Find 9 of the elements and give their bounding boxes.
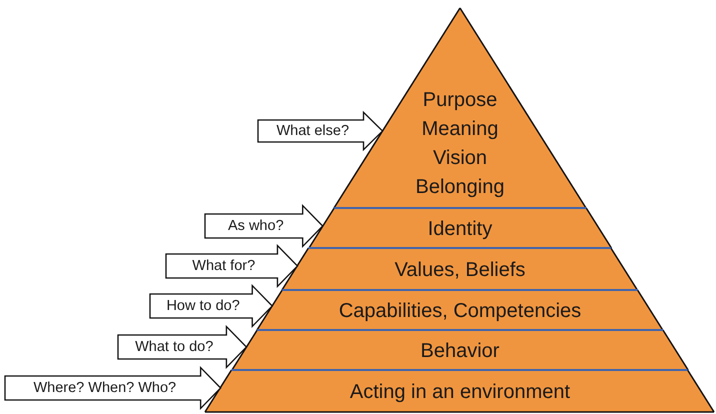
layer-label: Meaning: [422, 117, 498, 142]
layer-label: Belonging: [416, 175, 504, 200]
layer-label: Acting in an environment: [350, 380, 570, 404]
layer-label: Values, Beliefs: [394, 258, 526, 282]
layer-label: Behavior: [420, 338, 500, 364]
layer-label: Identity: [428, 216, 492, 242]
layer-label: Vision: [432, 146, 488, 171]
layer-label: Capabilities, Competencies: [338, 298, 582, 324]
layer-label: Purpose: [422, 88, 498, 113]
